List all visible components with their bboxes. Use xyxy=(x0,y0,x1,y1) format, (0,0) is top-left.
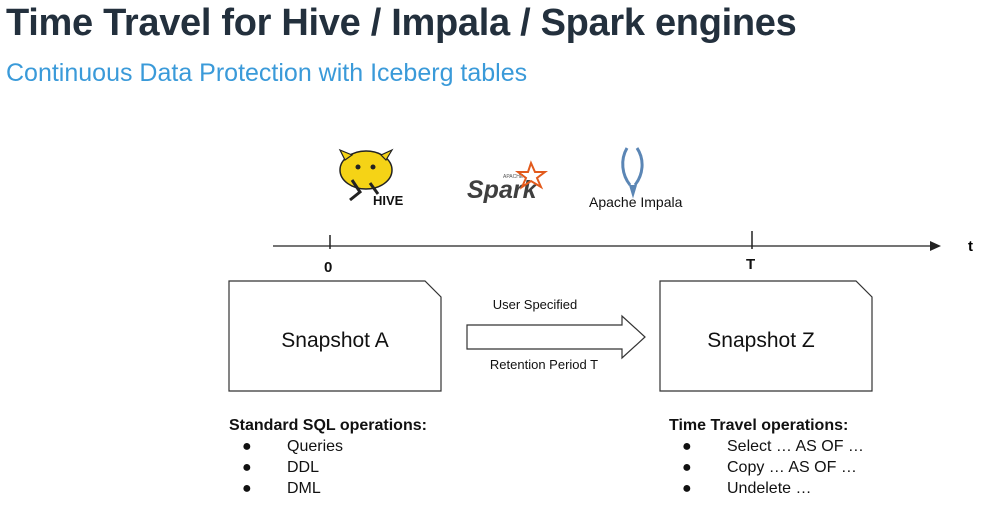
list-item: ●DML xyxy=(242,480,321,497)
left-ops-section: Standard SQL operations: ●Queries ●DDL ●… xyxy=(229,417,427,499)
list-item: ●Copy … AS OF … xyxy=(682,459,857,476)
arrow-top-label: User Specified xyxy=(492,297,578,312)
left-ops-heading: Standard SQL operations: xyxy=(229,417,427,434)
right-ops-heading: Time Travel operations: xyxy=(669,417,849,434)
page-title: Time Travel for Hive / Impala / Spark en… xyxy=(6,2,797,44)
timeline-arrowhead xyxy=(930,241,941,251)
spark-wordmark: Spark xyxy=(467,176,538,204)
list-item: ●Select … AS OF … xyxy=(682,438,864,455)
hive-wordmark: HIVE xyxy=(373,193,404,208)
hive-logo-icon: HIVE xyxy=(338,148,404,208)
page-subtitle: Continuous Data Protection with Iceberg … xyxy=(6,59,528,87)
list-item: ●Undelete … xyxy=(682,480,812,497)
spark-apache-text: APACHE xyxy=(503,174,524,180)
snapshot-a-box xyxy=(228,280,442,392)
impala-label: Apache Impala xyxy=(589,194,683,210)
retention-arrow xyxy=(466,314,646,360)
snapshot-a-label: Snapshot A xyxy=(281,329,389,352)
right-ops-list: ●Select … AS OF … ●Copy … AS OF … ●Undel… xyxy=(682,436,864,499)
snapshot-z-label: Snapshot Z xyxy=(707,329,815,352)
tick-label-0: 0 xyxy=(324,259,333,276)
left-ops-list: ●Queries ●DDL ●DML xyxy=(242,436,427,499)
list-item: ●Queries xyxy=(242,438,344,455)
right-ops-section: Time Travel operations: ●Select … AS OF … xyxy=(669,417,864,499)
snapshot-z-box xyxy=(659,280,873,392)
arrow-bottom-label: Retention Period T xyxy=(489,357,599,372)
spark-logo-icon: APACHE Spark xyxy=(467,160,548,204)
axis-label: t xyxy=(968,238,973,255)
list-item: ●DDL xyxy=(242,459,320,476)
tick-label-T: T xyxy=(746,256,756,273)
impala-logo-icon xyxy=(621,147,644,199)
